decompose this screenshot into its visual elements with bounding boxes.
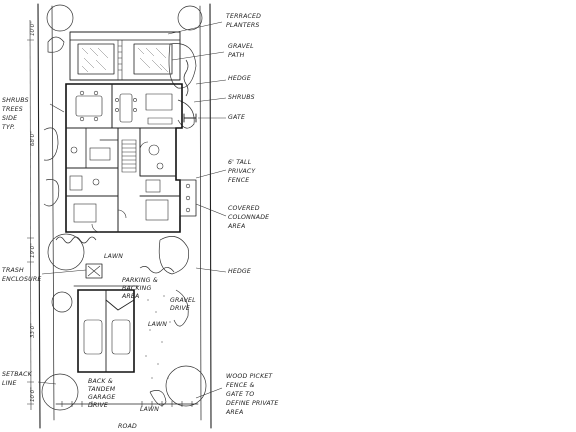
covered-colonnade	[179, 179, 197, 217]
label-trash-enclosure: TRASH ENCLOSURE	[2, 267, 41, 283]
gravel-drive-stipple	[145, 295, 171, 379]
terraced-planters	[69, 31, 181, 81]
property-lines	[37, 3, 212, 429]
trash-enclosure	[85, 263, 103, 279]
label-covered-colonnade: COVERED COLONNADE AREA	[227, 205, 271, 230]
label-parking-backing: PARKING & BACKING AREA	[121, 277, 160, 300]
wood-picket-fence	[55, 401, 199, 407]
hedge-lines	[55, 59, 189, 274]
perimeter-trees	[41, 4, 207, 411]
label-gravel-drive: GRAVEL DRIVE	[170, 297, 198, 312]
label-back-tandem: BACK & TANDEM GARAGE DRIVE	[88, 378, 118, 409]
label-setback-line: SETBACK LINE	[2, 371, 34, 387]
house-plan	[65, 83, 183, 233]
garage	[73, 285, 139, 373]
label-wood-picket-fence: WOOD PICKET FENCE & GATE TO DEFINE PRIVA…	[225, 373, 281, 416]
dimension-house: 68'0"	[30, 131, 36, 146]
dimension-bottom: 10'0"	[30, 387, 36, 402]
side-gate	[183, 113, 197, 123]
label-shrubs-trees: SHRUBS TREES SIDE TYP.	[2, 97, 31, 131]
leader-lines	[37, 21, 227, 399]
label-road: ROAD	[118, 423, 137, 430]
label-lawn-small: LAWN	[148, 321, 167, 328]
label-gravel-path: GRAVEL PATH	[228, 43, 256, 59]
dimension-mid: 19'0"	[30, 243, 36, 258]
label-hedge-mid: HEDGE	[228, 268, 251, 275]
dimension-garage: 33'0"	[30, 323, 36, 338]
dimension-top: 10'0"	[30, 21, 36, 36]
label-hedge-top: HEDGE	[228, 75, 251, 82]
label-lawn-bottom: LAWN	[140, 406, 159, 413]
dimension-line-left	[27, 19, 34, 411]
label-terraced-planters: TERRACED PLANTERS	[226, 13, 263, 29]
label-privacy-fence: 6' TALL PRIVACY FENCE	[228, 159, 258, 184]
label-shrubs: SHRUBS	[228, 94, 255, 101]
label-lawn-center: LAWN	[104, 253, 123, 260]
label-gate: GATE	[228, 114, 245, 121]
